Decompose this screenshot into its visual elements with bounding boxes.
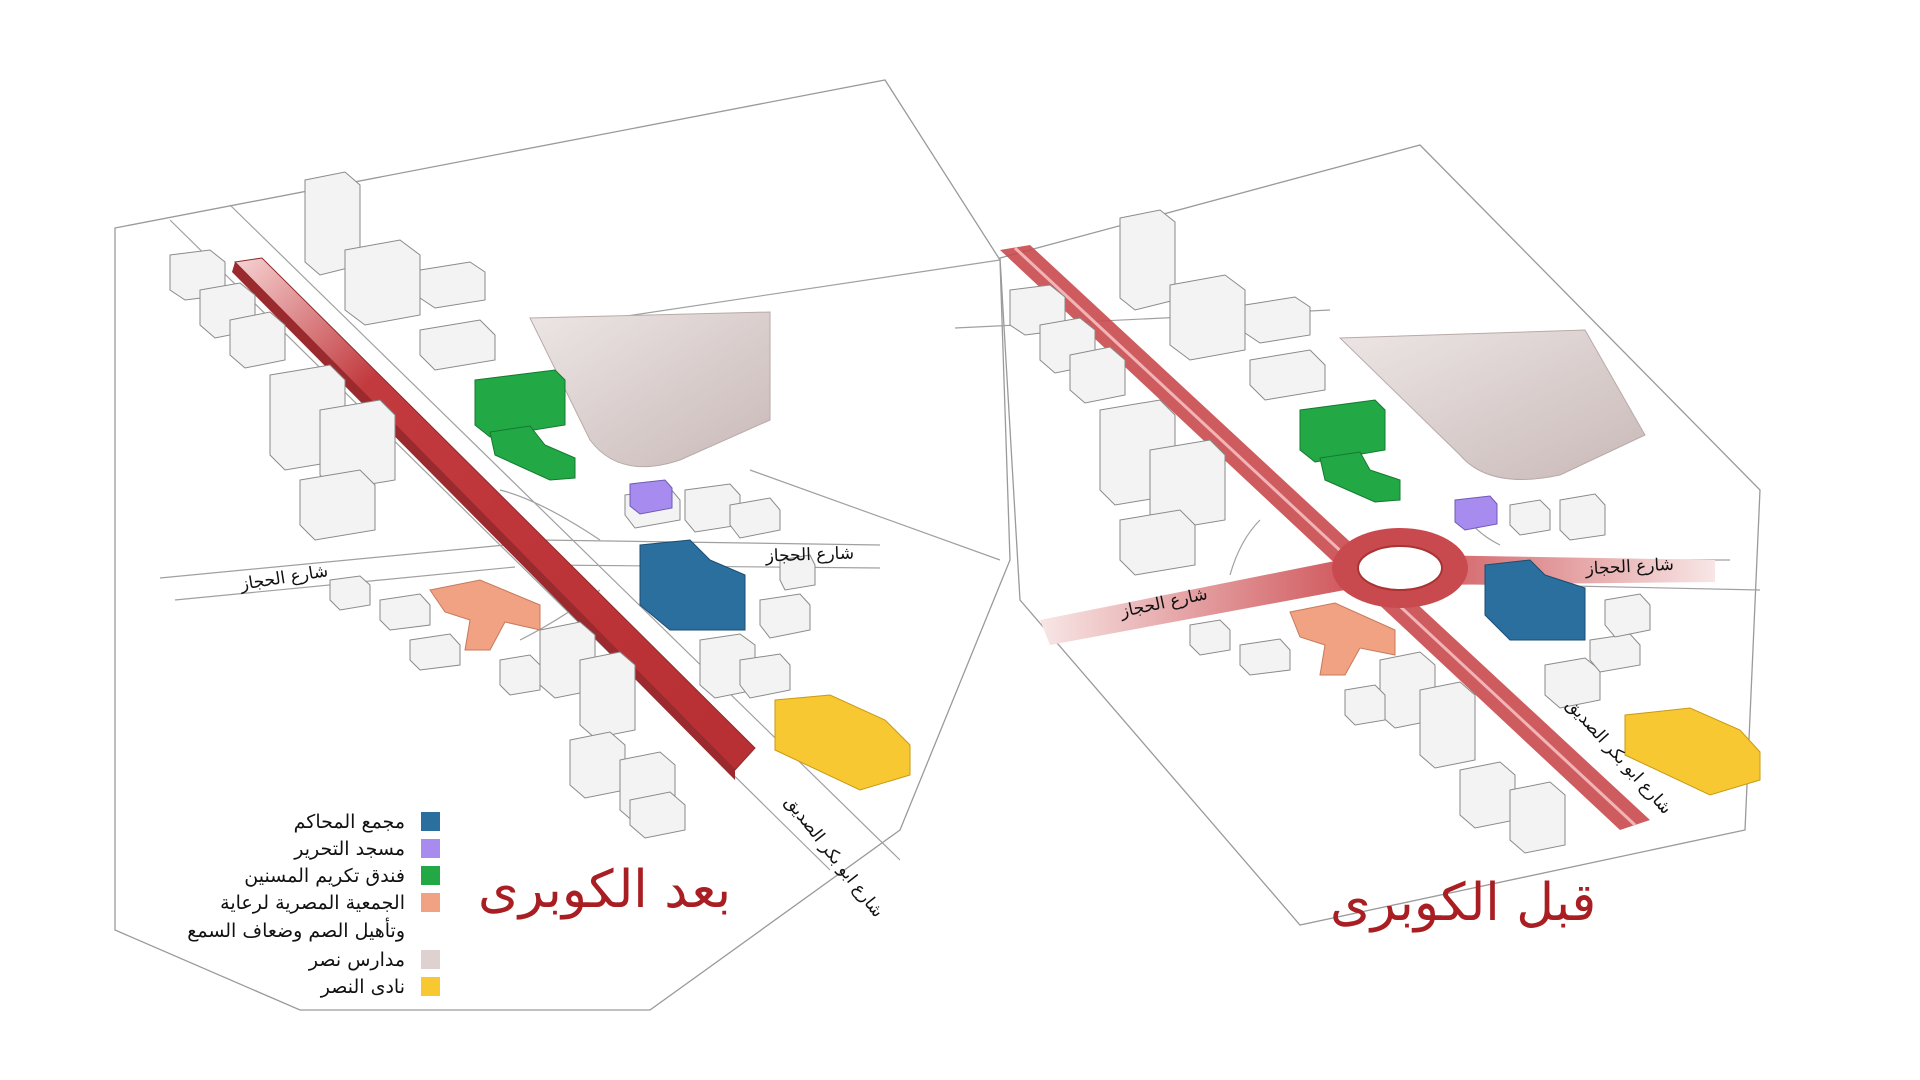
legend: مجمع المحاكم مسجد التحرير فندق تكريم الم… [150,808,440,1000]
legend-label: فندق تكريم المسنين [244,864,405,887]
after-white-buildings [169,171,816,839]
legend-swatch-mosque [421,839,440,858]
after-elderly-hotel-2 [489,425,576,481]
after-panel: شارع الحجاز شارع الحجاز شارع ابو بكر الص… [114,79,1011,1011]
legend-swatch-club [421,977,440,996]
legend-item-club: نادى النصر [150,973,440,1000]
before-tahrir-mosque [1454,495,1498,531]
before-nasr-club [1624,707,1761,796]
before-court-complex [1484,559,1586,641]
before-road-hegaz-left [1040,560,1345,645]
before-nasr-schools [1338,329,1646,480]
before-elderly-hotel [1299,399,1386,463]
after-elderly-hotel [474,369,566,438]
before-title: قبل الكوبرى [1330,873,1597,933]
legend-item-schools: مدارس نصر [150,946,440,973]
before-roundabout-island [1357,545,1443,591]
before-road-divider [1013,246,1637,827]
after-bridge-side [232,262,735,780]
legend-label: مسجد التحرير [294,837,405,860]
legend-swatch-deaf-association [421,893,440,912]
legend-label: الجمعية المصرية لرعاية [220,891,405,914]
legend-label-continuation: وتأهيل الصم وضعاف السمع [187,920,405,942]
after-court-complex [639,539,746,631]
before-hegaz-label-2: شارع الحجاز [1584,555,1674,580]
after-title: بعد الكوبرى [478,860,732,920]
legend-swatch-courts [421,812,440,831]
legend-item-hotel: فندق تكريم المسنين [150,862,440,889]
after-hegaz-label-2: شارع الحجاز [764,543,854,566]
legend-label: نادى النصر [320,975,405,998]
before-panel: شارع الحجاز شارع الحجاز شارع ابو بكر الص… [954,144,1761,926]
after-nasr-club [774,694,911,791]
after-nasr-schools [529,311,771,468]
legend-swatch-schools [421,950,440,969]
before-elderly-hotel-2 [1319,451,1401,503]
legend-label: مجمع المحاكم [293,810,405,833]
after-deaf-association [429,579,541,651]
legend-item-mosque: مسجد التحرير [150,835,440,862]
before-deaf-association [1289,602,1396,676]
before-white-buildings [1009,209,1651,854]
after-tahrir-mosque [629,479,673,515]
legend-label: مدارس نصر [308,948,405,971]
legend-item-courts: مجمع المحاكم [150,808,440,835]
legend-item-deaf-association: الجمعية المصرية لرعاية [150,889,440,916]
after-ground [114,79,1011,1011]
legend-swatch-hotel [421,866,440,885]
